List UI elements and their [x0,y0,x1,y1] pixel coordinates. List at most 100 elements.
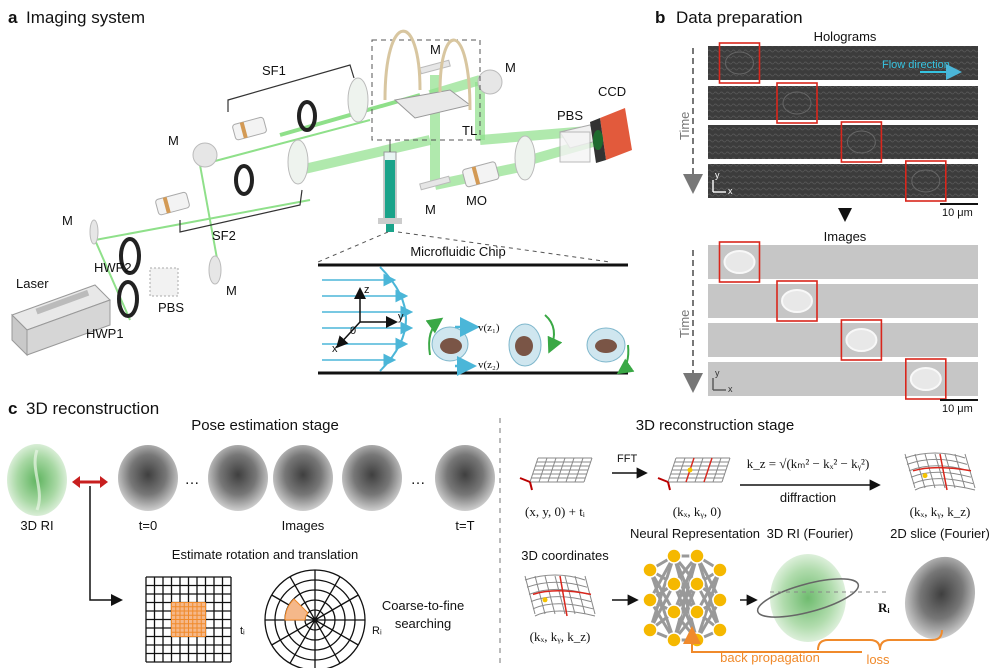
plane-line [721,457,731,483]
hologram-strip [708,86,978,120]
zoom-lines [317,231,611,263]
label-hwp1: HWP1 [86,326,124,341]
coarse-to-fine-line1: Coarse-to-fine [382,598,464,613]
ri-label: 3D RI [20,518,53,533]
nn-node [666,548,682,564]
label-ccd: CCD [598,84,626,99]
cap-point [542,597,548,603]
diffraction-label: diffraction [780,490,836,505]
label-m-6: M [425,202,436,217]
neural-title: Neural Representation [630,526,760,541]
panel-a-letter: a [8,8,18,27]
rotation-search-grid [264,569,366,668]
fourier-grid [657,457,731,491]
coords-label: (kₓ, kᵧ, k_z) [530,629,591,645]
cap-line [564,575,576,615]
xy0-label: (x, y, 0) + tᵢ [525,504,586,519]
label-m-4: M [430,42,441,57]
axis-mark [519,477,531,483]
cap-line [534,575,546,615]
xy-axes-top [712,180,726,193]
kz-equation: k_z = √(kₘ² − kₓ² − kᵧ²) [747,456,870,472]
polar-spoke [314,619,341,664]
fine-rotation-region [284,598,309,621]
nn-node [712,562,728,578]
label-sf1: SF1 [262,63,286,78]
time-label-top: Time [677,112,692,140]
holograms-title: Holograms [814,29,877,44]
projection-3 [273,445,333,511]
chip-axis-y: y [398,311,404,323]
nn-node [666,632,682,648]
nn-node [689,604,705,620]
cap-line [910,471,972,478]
kxky0-label: (kₓ, kᵧ, 0) [673,504,721,520]
ellipsis-left: … [185,471,200,488]
image-cell [723,250,756,274]
coords-cap [524,574,596,617]
cap-line [524,574,586,581]
compare-double-arrow [72,476,108,488]
polar-spoke [314,576,341,621]
image-strips [708,241,978,400]
spatial-filter-objectives [155,116,500,216]
label-sf2: SF2 [212,228,236,243]
back-propagation-label: back propagation [720,650,820,665]
nn-edge [672,555,699,641]
polar-spoke [314,619,359,646]
rotation-symbol: Rᵢ [372,625,382,637]
hologram-cell [782,91,812,115]
estimate-label: Estimate rotation and translation [172,547,358,562]
panel-b: b Data preparation Holograms Images Flow… [655,8,978,415]
tT-label: t=T [455,518,474,533]
panel-c: c 3D reconstruction Pose estimation stag… [7,399,990,668]
polar-spoke [289,619,316,664]
chip-cell-3 [586,327,626,363]
ri-fourier-title: 3D RI (Fourier) [767,526,854,541]
rotation-arrows [425,314,635,375]
velocity-z2: v(z₂) [478,359,500,371]
hologram-cell [911,169,941,193]
nn-node [689,576,705,592]
neural-network [642,548,728,648]
cap-line [906,458,968,465]
chip-title: Microfluidic Chip [410,244,505,259]
hwp2-optic [119,237,141,275]
cap-line [534,610,596,617]
image-cell [845,328,878,352]
cap-line [544,575,556,615]
fourier-line [703,457,713,483]
t0-label: t=0 [139,518,157,533]
image-strip [708,284,978,318]
image-cell [909,367,942,391]
nn-edge [648,555,676,631]
slice-fourier-title: 2D slice (Fourier) [890,526,990,541]
sample-point [687,467,693,473]
projection-4 [342,445,402,511]
panel-a: a Imaging system Laser [8,8,635,376]
translation-symbol: tᵢ [240,625,245,637]
ccd-camera [590,108,632,163]
images-label: Images [282,518,325,533]
projection-2 [208,445,268,511]
cap-line [524,575,536,615]
polar-spoke [289,576,316,621]
nn-node [642,622,658,638]
coords-title: 3D coordinates [521,548,609,563]
panel-a-title: Imaging system [26,8,145,27]
ewald-cap [904,452,976,491]
cap-line [574,575,586,615]
panel-c-letter: c [8,399,17,418]
cap-line [954,453,966,489]
nn-node [689,548,705,564]
translation-search-grid [145,576,232,663]
hologram-strips [708,42,978,202]
cap-line [944,453,956,489]
cap-line [912,478,974,485]
cap-line [526,581,588,588]
hologram-cell [846,130,876,154]
axis-y-bottom: y [715,368,720,378]
label-m-1: M [62,213,73,228]
cap-point [922,473,928,479]
